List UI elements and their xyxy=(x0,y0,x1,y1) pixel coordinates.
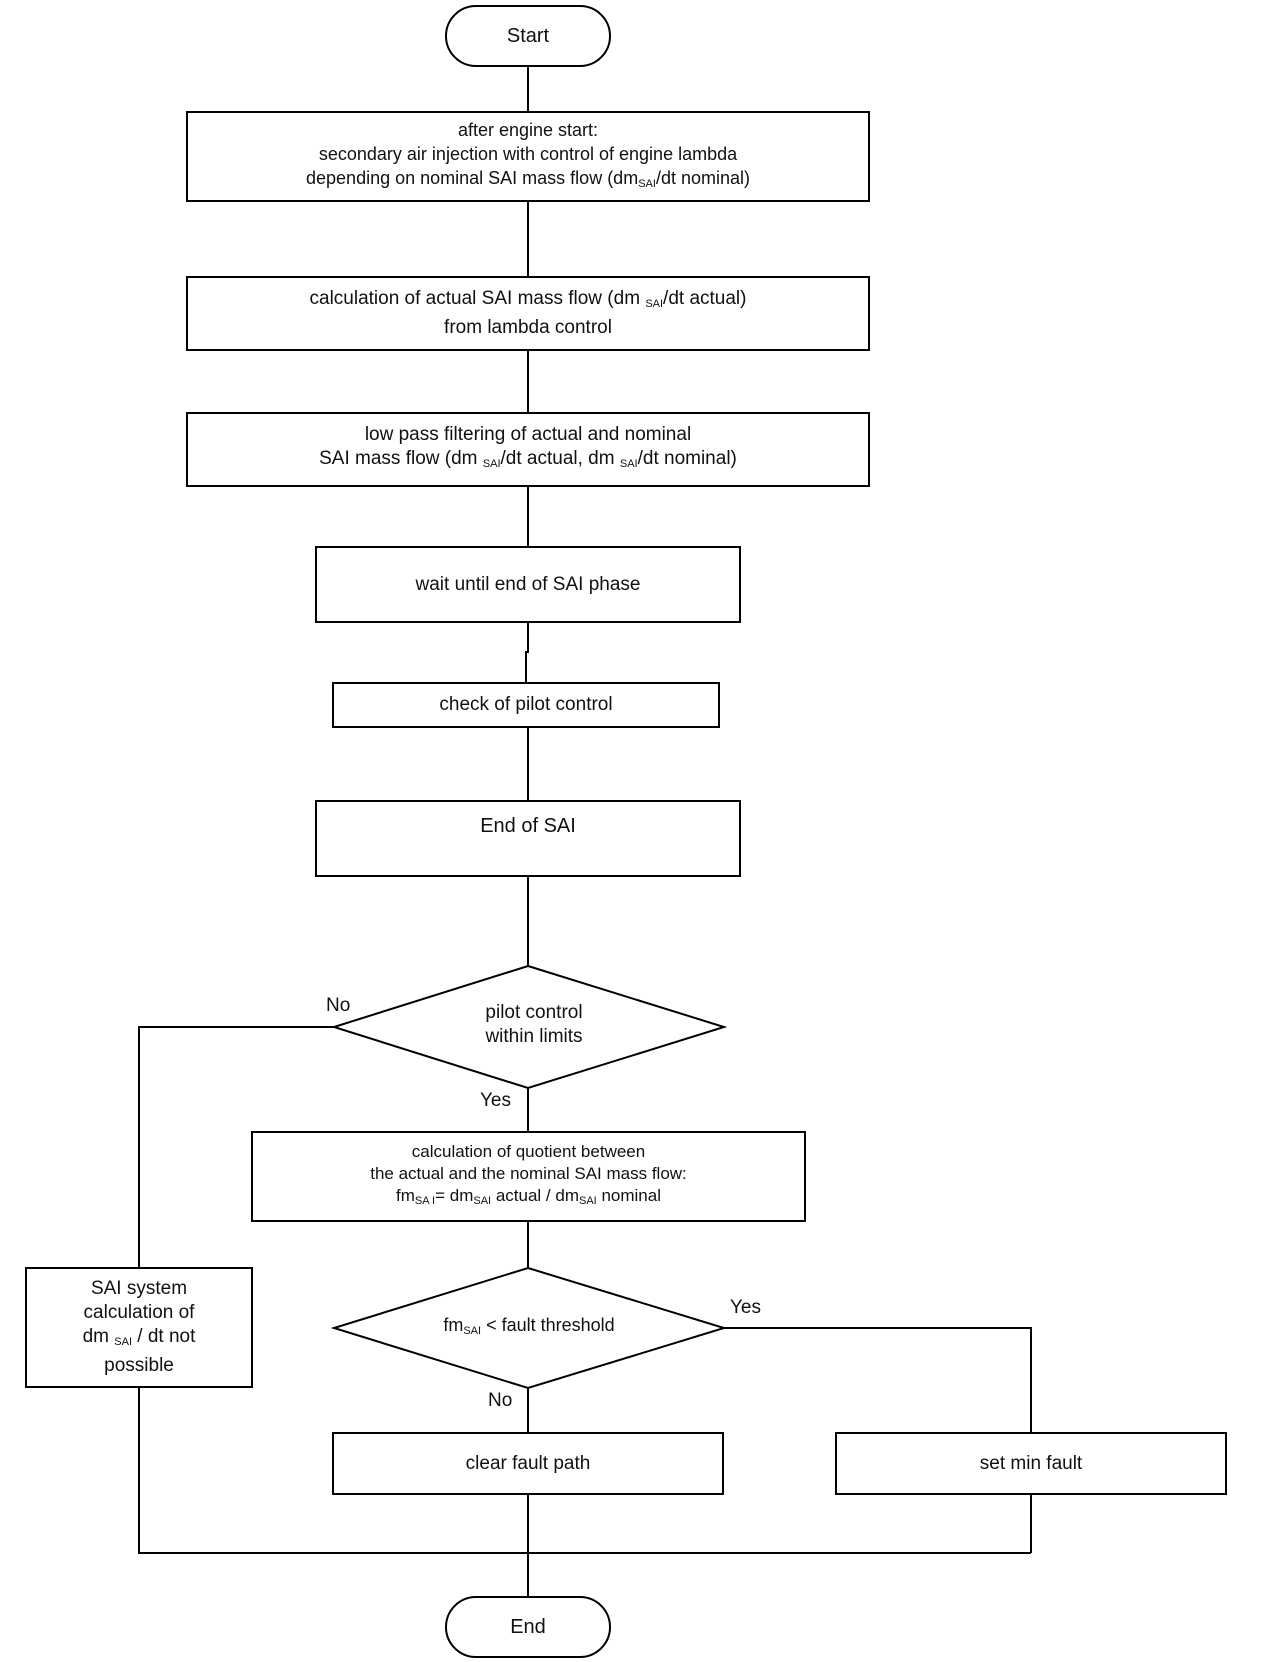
decision1-text: pilot control within limits xyxy=(485,1002,583,1047)
step4-text: wait until end of SAI phase xyxy=(415,573,641,595)
step3-line2: SAI mass flow (dm SAI/dt actual, dm SAI/… xyxy=(319,448,737,470)
step7-text: calculation of quotient between the actu… xyxy=(370,1142,687,1207)
decision2-no-label: No xyxy=(488,1390,513,1411)
step1-line1: after engine start: xyxy=(457,119,599,140)
step1-line3: depending on nominal SAI mass flow (dmSA… xyxy=(306,167,750,190)
step1-line2: secondary air injection with control of … xyxy=(318,143,738,164)
connector-lines xyxy=(138,66,1032,1597)
step2-line2: from lambda control xyxy=(444,317,612,338)
decision2-text: fmSAI < fault threshold xyxy=(443,1315,615,1337)
end-label: End xyxy=(510,1616,546,1638)
decision1-no-label: No xyxy=(326,995,351,1016)
side-box-text: SAI system calculation of dm SAI / dt no… xyxy=(82,1278,196,1376)
step9-text: set min fault xyxy=(979,1452,1083,1474)
start-label: Start xyxy=(506,25,550,47)
step3-text: low pass filtering of actual and nominal… xyxy=(187,413,869,486)
step2-line1: calculation of actual SAI mass flow (dm … xyxy=(309,288,747,310)
step5-text: check of pilot control xyxy=(439,694,613,715)
step6-text: End of SAI xyxy=(480,815,576,837)
step3-line1: low pass filtering of actual and nominal xyxy=(364,424,692,445)
decision2-yes-label: Yes xyxy=(730,1297,761,1318)
decision1-yes-label: Yes xyxy=(480,1090,511,1111)
step2-text: calculation of actual SAI mass flow (dm … xyxy=(187,277,869,350)
step8-text: clear fault path xyxy=(465,1452,591,1474)
step1-text: after engine start: secondary air inject… xyxy=(187,112,869,201)
